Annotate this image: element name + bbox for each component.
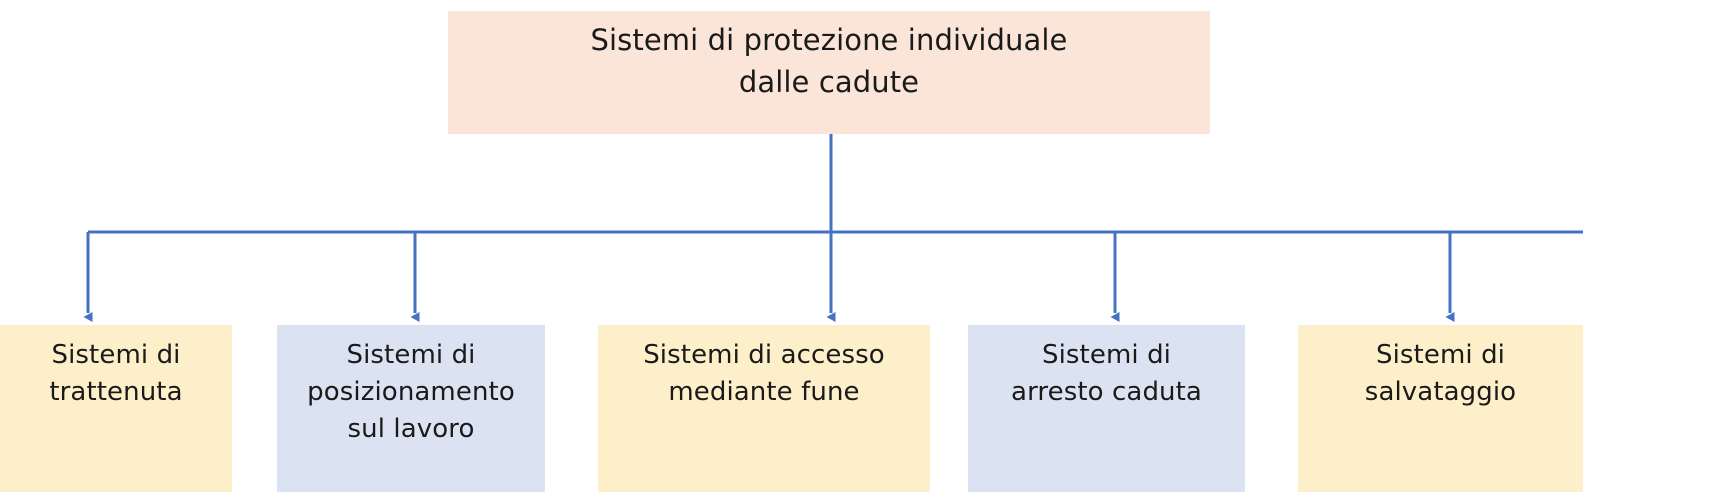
- root-node: Sistemi di protezione individuale dalle …: [448, 11, 1210, 134]
- child-node-sistemi-di-trattenuta: Sistemi di trattenuta: [0, 325, 232, 492]
- child-node-sistemi-di-arresto-caduta: Sistemi di arresto caduta: [968, 325, 1245, 492]
- child-node-sistemi-di-accesso-mediante-fune: Sistemi di accesso mediante fune: [598, 325, 930, 492]
- child-node-sistemi-di-salvataggio: Sistemi di salvataggio: [1298, 325, 1583, 492]
- child-node-sistemi-di-posizionamento-sul-lavoro: Sistemi di posizionamento sul lavoro: [277, 325, 545, 492]
